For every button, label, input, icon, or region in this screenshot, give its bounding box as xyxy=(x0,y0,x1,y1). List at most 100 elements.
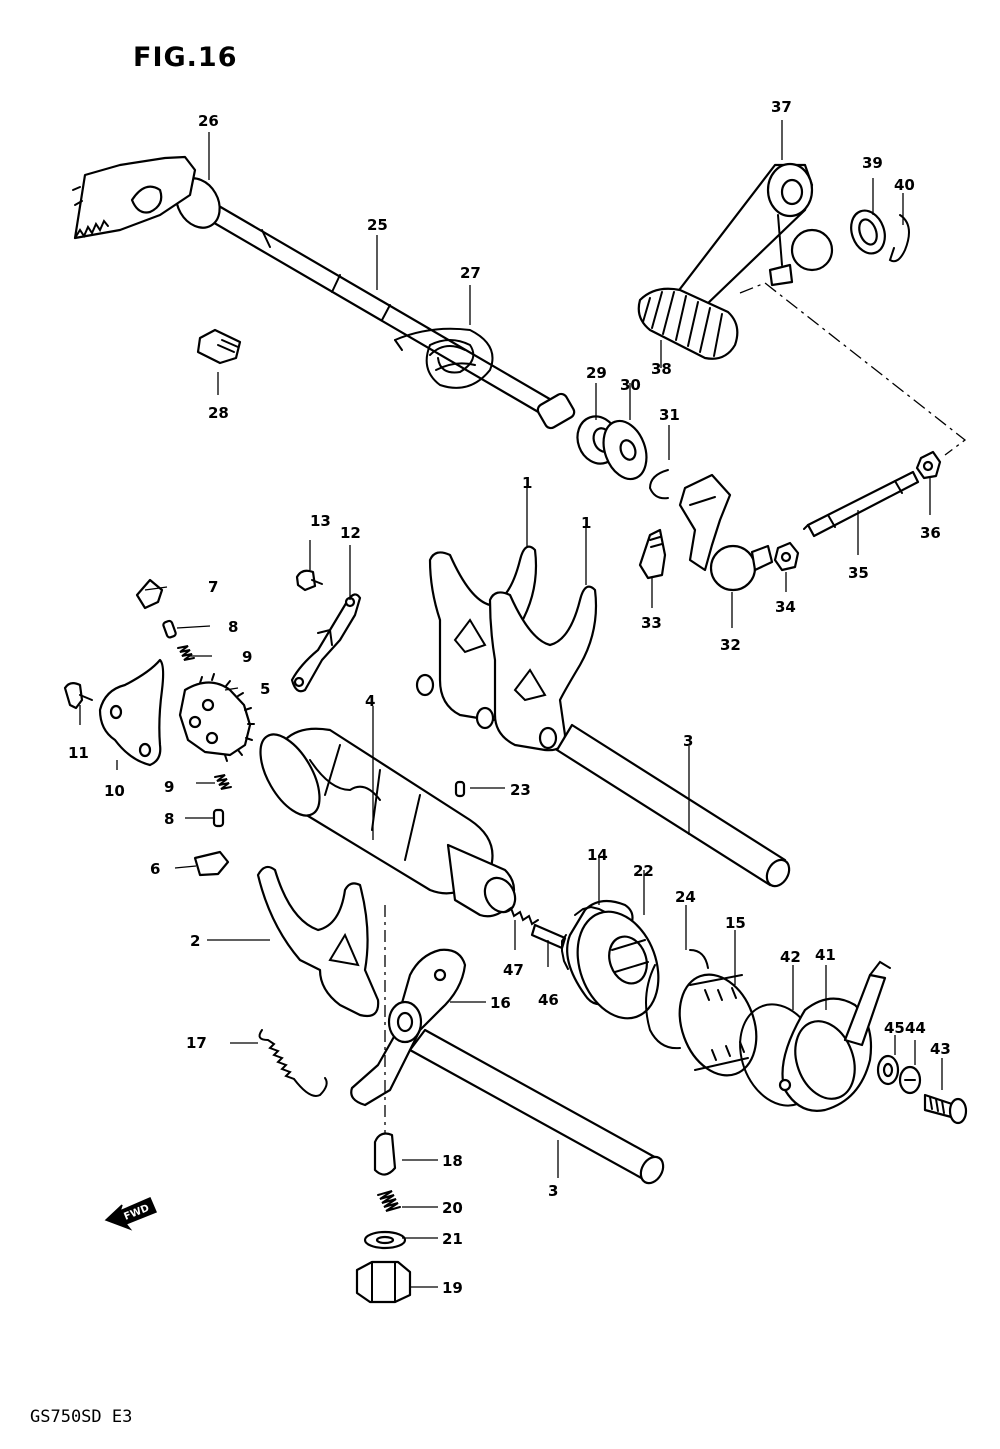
label-14: 14 xyxy=(587,846,608,864)
bolt-33 xyxy=(638,528,667,580)
washer-44 xyxy=(898,1065,922,1095)
label-9b: 9 xyxy=(164,778,174,796)
label-12: 12 xyxy=(340,524,361,542)
shift-arm-32 xyxy=(678,473,774,592)
label-33: 33 xyxy=(641,614,662,632)
label-31: 31 xyxy=(659,406,680,424)
label-34: 34 xyxy=(775,598,796,616)
nut-36 xyxy=(915,450,942,480)
screw-13 xyxy=(295,569,323,592)
label-7: 7 xyxy=(208,578,218,596)
gearshift-arm-16 xyxy=(350,948,467,1107)
forward-direction-arrow: FWD xyxy=(104,1197,157,1231)
label-6: 6 xyxy=(150,860,160,878)
label-16: 16 xyxy=(490,994,511,1012)
fork-shaft-3-upper xyxy=(555,723,791,888)
label-17: 17 xyxy=(186,1034,207,1052)
label-1a: 1 xyxy=(522,474,532,492)
label-11: 11 xyxy=(68,744,89,762)
pawl-7 xyxy=(135,578,164,610)
label-43: 43 xyxy=(930,1040,951,1058)
label-24: 24 xyxy=(675,888,696,906)
gear-position-switch-41 xyxy=(778,960,891,1112)
bolt-28 xyxy=(196,328,242,365)
figure-title: FIG.16 xyxy=(133,42,238,73)
pin-8-lower xyxy=(212,808,225,828)
label-36: 36 xyxy=(920,524,941,542)
label-3b: 3 xyxy=(548,1182,558,1200)
label-15: 15 xyxy=(725,914,746,932)
label-35: 35 xyxy=(848,564,869,582)
cam-plate-22 xyxy=(576,910,660,1020)
e-clip-31 xyxy=(648,469,669,500)
gearshift-cam-drum-4 xyxy=(259,727,517,918)
washer-30 xyxy=(602,419,648,481)
cam-gear-5 xyxy=(178,673,255,762)
label-38: 38 xyxy=(651,360,672,378)
label-44: 44 xyxy=(905,1019,926,1037)
fork-shaft-3-lower xyxy=(408,1028,665,1185)
part-number-labels: 26 25 27 28 29 30 31 38 37 39 40 36 35 3… xyxy=(68,98,951,1297)
clip-40 xyxy=(888,214,910,263)
pin-8-upper xyxy=(162,619,177,639)
label-30: 30 xyxy=(620,376,641,394)
washer-45 xyxy=(876,1054,900,1086)
label-29: 29 xyxy=(586,364,607,382)
label-42: 42 xyxy=(780,948,801,966)
cam-guide-plate-12 xyxy=(290,593,362,693)
cam-stopper-plate-10 xyxy=(98,658,165,767)
shift-fork-1a xyxy=(415,545,538,722)
spring-20 xyxy=(377,1190,401,1212)
rod-35 xyxy=(803,470,920,538)
label-3a: 3 xyxy=(683,732,693,750)
model-code: GS750SD E3 xyxy=(30,1407,133,1427)
assembly-guide-line-lever xyxy=(739,282,967,456)
label-13: 13 xyxy=(310,512,331,530)
washer-39 xyxy=(850,209,886,255)
shift-fork-1b xyxy=(475,585,598,752)
stopper-18 xyxy=(373,1132,397,1176)
label-10: 10 xyxy=(104,782,125,800)
label-22: 22 xyxy=(633,862,654,880)
label-28: 28 xyxy=(208,404,229,422)
label-23: 23 xyxy=(510,781,531,799)
gearshift-lever xyxy=(637,162,834,360)
label-5: 5 xyxy=(260,680,270,698)
gearshift-shaft xyxy=(72,155,576,430)
label-46: 46 xyxy=(538,991,559,1009)
spring-47 xyxy=(504,906,539,926)
screw-11 xyxy=(63,681,93,710)
label-39: 39 xyxy=(862,154,883,172)
label-47: 47 xyxy=(503,961,524,979)
label-27: 27 xyxy=(460,264,481,282)
label-8b: 8 xyxy=(164,810,174,828)
label-37: 37 xyxy=(771,98,792,116)
bearing-15 xyxy=(678,973,758,1077)
label-41: 41 xyxy=(815,946,836,964)
label-18: 18 xyxy=(442,1152,463,1170)
return-spring-17 xyxy=(258,1029,328,1097)
circlip-24 xyxy=(645,949,709,1050)
label-9a: 9 xyxy=(242,648,252,666)
washer-21 xyxy=(363,1230,407,1250)
label-40: 40 xyxy=(894,176,915,194)
pin-23 xyxy=(454,780,466,798)
label-32: 32 xyxy=(720,636,741,654)
shift-fork-2 xyxy=(256,865,380,1018)
bolt-19 xyxy=(355,1260,412,1304)
spring-9-lower xyxy=(214,774,232,790)
spring-9-upper xyxy=(177,645,195,661)
label-8a: 8 xyxy=(228,618,238,636)
leader-lines xyxy=(79,120,943,1288)
label-21: 21 xyxy=(442,1230,463,1248)
pawl-6 xyxy=(193,850,230,877)
label-19: 19 xyxy=(442,1279,463,1297)
label-4: 4 xyxy=(365,692,375,710)
label-1b: 1 xyxy=(581,514,591,532)
nut-34 xyxy=(773,541,800,572)
label-2: 2 xyxy=(190,932,200,950)
label-25: 25 xyxy=(367,216,388,234)
return-spring xyxy=(394,327,494,389)
label-45: 45 xyxy=(884,1019,905,1037)
